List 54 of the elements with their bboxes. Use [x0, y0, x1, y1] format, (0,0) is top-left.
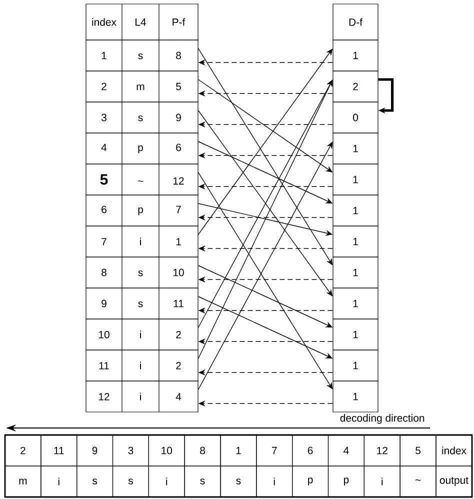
table-header: D-f [332, 4, 378, 40]
table-cell: 1 [332, 380, 378, 412]
table-cell: 5 [400, 434, 436, 466]
table-row: 3 s 9 [86, 102, 198, 134]
table-cell: i [148, 466, 185, 498]
table-row: 1 s 8 [86, 40, 198, 72]
table-cell: output [436, 466, 472, 498]
table-cell: 6 [292, 434, 329, 466]
arrow [198, 110, 333, 296]
table-cell: i [40, 466, 78, 498]
table-row: 11 i 2 [86, 350, 198, 382]
table-cell: 10 [148, 434, 185, 466]
table-cell: 7 [256, 434, 293, 466]
table-cell: s [112, 466, 149, 498]
table-cell: index [436, 434, 472, 466]
table-cell: 1 [332, 318, 378, 350]
label: 2 [20, 446, 26, 454]
table-row: 9 s 11 [86, 288, 198, 320]
table-cell: s [184, 466, 221, 498]
table-cell: 12 [364, 434, 400, 466]
table-cell: 1 [332, 256, 378, 288]
table-cell: 2 [332, 70, 378, 102]
table-row: 2 m 5 [86, 70, 198, 102]
table-cell: 11 [40, 434, 78, 466]
table-cell: i [364, 466, 400, 498]
table-cell: 1 [332, 288, 378, 320]
table-cell: ~ [400, 466, 436, 498]
table-row: 7 i 1 [86, 226, 198, 258]
table-cell: 1 [332, 226, 378, 258]
table-cell: 8 [184, 434, 221, 466]
table-row: 5 ~ 12 [86, 164, 198, 196]
table-cell: m [4, 466, 42, 498]
table-cell: i [256, 466, 293, 498]
table-cell: 1 [332, 164, 378, 196]
table-cell: 9 [76, 434, 114, 466]
table-header: index L4 P-f [86, 4, 198, 40]
table-cell: 1 [332, 40, 378, 72]
table-cell: 1 [220, 434, 257, 466]
table-row: 8 s 10 [86, 256, 198, 288]
table-cell: 1 [332, 350, 378, 382]
table-row: 12 i 4 [86, 380, 198, 412]
table-cell: 0 [332, 102, 378, 134]
table-cell: p [328, 466, 364, 498]
table-cell: s [220, 466, 257, 498]
arrow [378, 78, 394, 114]
table-cell: 3 [112, 434, 149, 466]
table-row: 4 p 6 [86, 132, 198, 164]
table-cell: 4 [328, 434, 364, 466]
table-cell: 1 [332, 132, 378, 164]
table-cell: 1 [332, 194, 378, 226]
table-cell: s [76, 466, 114, 498]
table-row: 6 p 7 [86, 194, 198, 226]
table-cell: p [292, 466, 329, 498]
table-row: 10 i 2 [86, 318, 198, 350]
